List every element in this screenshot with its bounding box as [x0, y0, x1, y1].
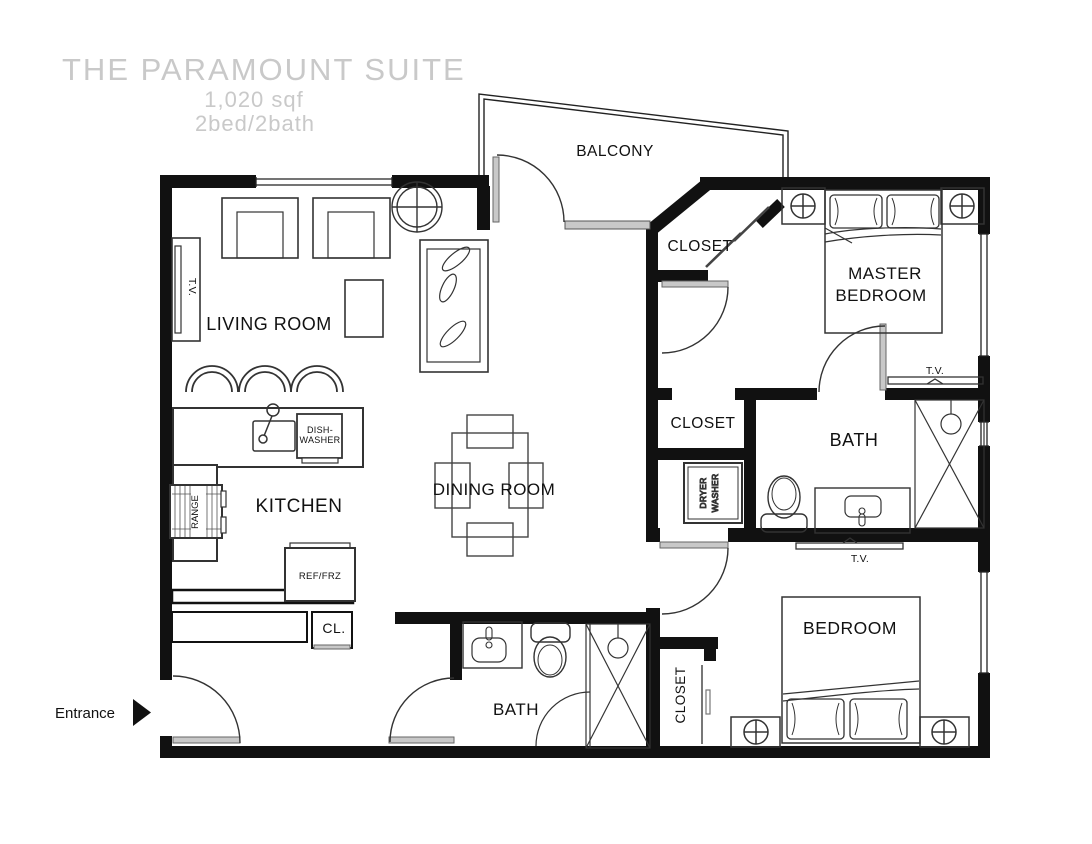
master-bath-door [818, 323, 887, 393]
armchair [312, 197, 391, 259]
laundry-label: DRYER [698, 477, 708, 508]
windows [255, 177, 989, 674]
bath2-door [388, 677, 455, 744]
balcony-outline [478, 93, 789, 178]
tv-console-living [171, 237, 201, 342]
closet-bedroom-label: CLOSET [673, 666, 688, 723]
refrigerator: REF/FRZ [284, 542, 356, 602]
entrance-arrow-icon [133, 699, 151, 726]
doors [172, 154, 887, 744]
entrance-door [172, 675, 241, 744]
tv-bedroom-label: T.V. [851, 553, 869, 565]
balcony-rail [564, 220, 651, 230]
sofa [419, 239, 489, 373]
balcony-label: BALCONY [576, 143, 654, 160]
shower [914, 399, 985, 529]
master-bath-fixtures [760, 399, 985, 534]
svg-text:BEDROOM: BEDROOM [835, 286, 926, 305]
vanity-sink [462, 621, 523, 669]
bath2-fixtures [462, 621, 651, 749]
closet-sliding-door [705, 206, 770, 268]
dishwasher-label: DISH- [307, 425, 333, 435]
nightstand [940, 187, 985, 225]
master-bedroom-door [661, 280, 729, 354]
title-block: THE PARAMOUNT SUITE 1,020 sqf 2bed/2bath [62, 52, 466, 136]
range: RANGE [169, 484, 227, 539]
plan-config: 2bed/2bath [195, 111, 315, 136]
entrance-label: Entrance [55, 705, 115, 722]
kitchen-label: KITCHEN [256, 496, 343, 517]
coffee-table [344, 279, 384, 338]
bedroom-door [659, 541, 729, 615]
ref-label: REF/FRZ [299, 571, 341, 582]
kitchen-fixtures: DISH- WASHER RANGE REF/FRZ [169, 365, 364, 602]
closet-top-label: CLOSET [667, 238, 732, 255]
plan-title: THE PARAMOUNT SUITE [62, 52, 466, 87]
laundry-closet: DRYER WASHER [683, 462, 743, 524]
nightstand [919, 716, 970, 748]
kitchen-sink [252, 403, 296, 452]
master-bedroom-label: MASTER [848, 264, 922, 283]
dining-chair [508, 462, 544, 509]
master-bed [824, 189, 943, 334]
closet-rod [701, 665, 711, 744]
bed [781, 596, 921, 744]
svg-text:WASHER: WASHER [300, 435, 341, 445]
shower [535, 623, 651, 749]
tv-bedroom [795, 537, 904, 550]
master-bath-label: BATH [830, 430, 879, 450]
tv-master [887, 376, 984, 385]
nightstand [781, 187, 826, 225]
bedroom-label: BEDROOM [803, 618, 897, 638]
entrance-annotation: Entrance [55, 699, 151, 726]
bedroom-furniture [701, 537, 970, 748]
living-room-label: LIVING ROOM [206, 314, 332, 334]
bath2-label: BATH [493, 700, 539, 719]
vanity-sink [814, 487, 911, 534]
toilet [530, 622, 571, 678]
dining-chair [466, 414, 514, 449]
balcony-door [492, 154, 565, 223]
toilet [760, 475, 808, 533]
closet-mid-label: CLOSET [670, 415, 735, 432]
nightstand [730, 716, 781, 748]
armchair [221, 197, 299, 259]
tv-living-label: T.V. [186, 278, 198, 296]
closet-entry-label: CL. [322, 620, 345, 636]
dining-chair [466, 522, 514, 557]
range-label: RANGE [190, 495, 201, 529]
round-side-table [391, 181, 443, 233]
svg-text:WASHER: WASHER [710, 474, 720, 513]
master-bedroom-furniture [781, 187, 985, 385]
tv-master-label: T.V. [926, 365, 944, 377]
bar-stools [185, 365, 344, 393]
dining-table [451, 432, 529, 538]
plan-area: 1,020 sqf [204, 87, 304, 112]
dishwasher: DISH- WASHER [296, 413, 343, 464]
living-room-furniture [171, 181, 489, 373]
room-labels: BALCONY CLOSET MASTER BEDROOM LIVING ROO… [186, 143, 944, 724]
dining-set [434, 414, 544, 557]
dining-room-label: DINING ROOM [433, 480, 556, 499]
